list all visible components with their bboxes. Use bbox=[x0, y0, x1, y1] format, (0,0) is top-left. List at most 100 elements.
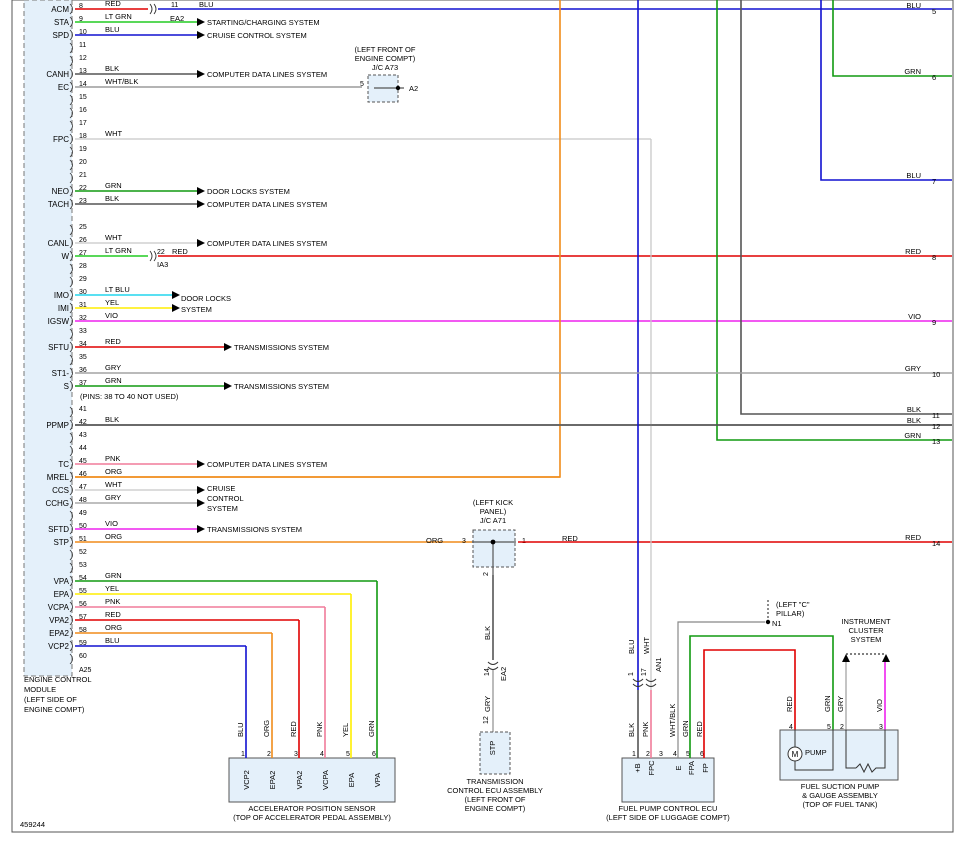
wire-color-label: GRY bbox=[905, 364, 921, 373]
ecm-pin-name: SFTU bbox=[48, 343, 69, 352]
ground-label: (LEFT "C" bbox=[776, 600, 810, 609]
ecm-pin-number: 34 bbox=[79, 341, 87, 348]
wire-color-label: YEL bbox=[105, 298, 119, 307]
pin-number: 22 bbox=[157, 249, 165, 256]
connector-cavity bbox=[69, 341, 73, 353]
wire-color-label: RED bbox=[105, 337, 121, 346]
ecm-pin-name: IMI bbox=[58, 304, 69, 313]
ecm-pin-number: 52 bbox=[79, 549, 87, 556]
ecm-pin-name: EPA bbox=[54, 590, 70, 599]
wire-color-label: VIO bbox=[105, 519, 118, 528]
ecm-pin-number: 47 bbox=[79, 484, 87, 491]
connector-cavity bbox=[69, 562, 73, 574]
wire-color-label: GRY bbox=[105, 493, 121, 502]
wire-color-label: RED bbox=[105, 0, 121, 8]
connector-cavity bbox=[69, 146, 73, 158]
system-label: SYSTEM bbox=[207, 504, 238, 513]
jc-a73-label: (LEFT FRONT OF bbox=[355, 45, 416, 54]
tcm-label: TRANSMISSION bbox=[466, 777, 523, 786]
fpc-terminal: +B bbox=[633, 763, 642, 772]
ecm-pin-name: FPC bbox=[53, 135, 69, 144]
connector-cavity bbox=[69, 549, 73, 561]
connector-cavity bbox=[69, 107, 73, 119]
jc-a71-label: J/C A71 bbox=[480, 516, 506, 525]
system-label: TRANSMISSIONS SYSTEM bbox=[234, 382, 329, 391]
wire-color-label: VIO bbox=[875, 699, 884, 712]
ecm-pin-name: VCP2 bbox=[48, 642, 69, 651]
fpc-terminal: E bbox=[674, 765, 683, 770]
ecm-pin-number: 45 bbox=[79, 458, 87, 465]
connector-cavity bbox=[69, 16, 73, 28]
wire-color-label: GRN bbox=[681, 720, 690, 737]
connector-cavity bbox=[69, 159, 73, 171]
pin-number: 1 bbox=[241, 751, 245, 758]
ecm-pin-name: TACH bbox=[48, 200, 69, 209]
ecm-pin-number: 35 bbox=[79, 354, 87, 361]
connector-cavity bbox=[69, 250, 73, 262]
wire-color-label: GRY bbox=[483, 696, 492, 712]
system-arrow bbox=[197, 31, 205, 39]
inline-connector-ea2-lower bbox=[487, 661, 499, 670]
aps-label: (TOP OF ACCELERATOR PEDAL ASSEMBLY) bbox=[233, 813, 391, 822]
ecm-pin-number: 28 bbox=[79, 263, 87, 270]
ecm-pin-name: ST1- bbox=[52, 369, 70, 378]
wire-color-label: LT GRN bbox=[105, 12, 132, 21]
aps-terminal: EPA2 bbox=[268, 771, 277, 790]
ecm-pin-number: 42 bbox=[79, 419, 87, 426]
wire-color-label: WHT/BLK bbox=[105, 77, 138, 86]
connector-cavity bbox=[69, 653, 73, 665]
ecm-pin-number: 56 bbox=[79, 601, 87, 608]
wire-color-label: BLK bbox=[627, 723, 636, 737]
connector-id: AN1 bbox=[654, 657, 663, 672]
pump-internal bbox=[845, 730, 856, 769]
cluster-label: CLUSTER bbox=[848, 626, 884, 635]
pin-number: 6 bbox=[700, 751, 704, 758]
pin-number: 4 bbox=[320, 751, 324, 758]
fpc-box bbox=[621, 757, 715, 803]
system-arrow bbox=[197, 460, 205, 468]
ecm-label: ENGINE CONTROL bbox=[24, 675, 92, 684]
ecm-pin-number: 12 bbox=[79, 55, 87, 62]
fpc-terminal: FPC bbox=[647, 760, 656, 776]
wire-color-label: PNK bbox=[641, 722, 650, 737]
wire-color-label: VIO bbox=[908, 312, 921, 321]
pump-internal bbox=[794, 730, 834, 771]
ecm-label: (LEFT SIDE OF bbox=[24, 695, 77, 704]
system-arrow bbox=[197, 187, 205, 195]
ecm-pin-number: 20 bbox=[79, 159, 87, 166]
ecm-pin-name: PPMP bbox=[46, 421, 69, 430]
pin-number: 2 bbox=[646, 751, 650, 758]
ecm-pin-name: S bbox=[64, 382, 69, 391]
aps-terminal: EPA bbox=[347, 773, 356, 787]
wire-color-label: GRY bbox=[105, 363, 121, 372]
wire-blu-to-7 bbox=[820, 0, 952, 181]
fpc-wire-fpa bbox=[689, 635, 834, 758]
ecm-pin-number: 60 bbox=[79, 653, 87, 660]
wire-ref-number: 11 bbox=[932, 411, 940, 420]
system-label: SYSTEM bbox=[181, 305, 212, 314]
pump-label: FUEL SUCTION PUMP bbox=[801, 782, 879, 791]
motor-label: M bbox=[792, 750, 799, 759]
connector-cavity bbox=[69, 627, 73, 639]
wire-blk-to-11 bbox=[740, 0, 952, 415]
wire-color-label: BLU bbox=[236, 722, 245, 737]
wire-color-label: LT BLU bbox=[105, 285, 130, 294]
connector-cavity bbox=[69, 315, 73, 327]
connector-cavity bbox=[69, 367, 73, 379]
pin-number: 17 bbox=[641, 668, 648, 676]
ecm-connector-id: A25 bbox=[79, 667, 92, 674]
jc-a73-label: ENGINE COMPT) bbox=[355, 54, 416, 63]
wire-color-label: GRN bbox=[105, 181, 122, 190]
aps-terminal: VCP2 bbox=[242, 770, 251, 790]
wire-color-label: GRN bbox=[367, 720, 376, 737]
wire-color-label: BLK bbox=[105, 64, 119, 73]
wire-color-label: ORG bbox=[426, 536, 443, 545]
ecm-pin-number: 36 bbox=[79, 367, 87, 374]
system-label: COMPUTER DATA LINES SYSTEM bbox=[207, 200, 327, 209]
ecm-pin-name: VCPA bbox=[48, 603, 70, 612]
connector-cavity bbox=[69, 29, 73, 41]
ecm-pin-number: 17 bbox=[79, 120, 87, 127]
ecm-pin-number: 43 bbox=[79, 432, 87, 439]
wire-color-label: WHT bbox=[642, 637, 651, 654]
